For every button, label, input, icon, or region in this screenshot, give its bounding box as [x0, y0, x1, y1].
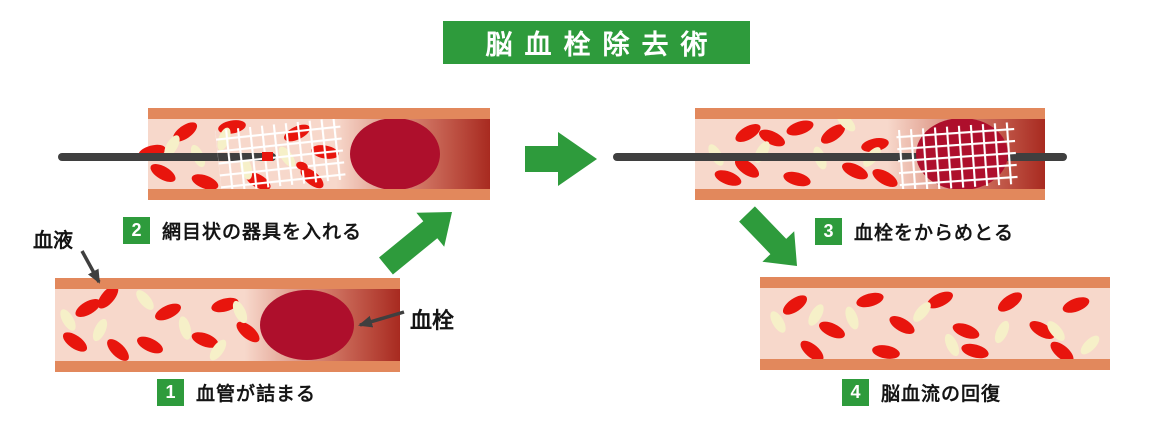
step-3-text: 血栓をからめとる — [854, 223, 1015, 244]
step-1-text: 血管が詰まる — [196, 384, 317, 405]
vessel-wall-top — [55, 278, 400, 289]
vessel-wall-bottom — [695, 189, 1045, 200]
vessel-wall-bottom — [760, 359, 1110, 370]
flow-arrow-up-right-icon — [379, 212, 452, 275]
step-3-label: 3 血栓をからめとる — [815, 218, 1014, 245]
blood-annotation-arrow — [80, 250, 101, 284]
blood-cells — [714, 120, 898, 187]
step-4-label: 4 脳血流の回復 — [842, 379, 1001, 406]
step-2-number-badge: 2 — [123, 217, 150, 244]
blood-annotation-label: 血液 — [33, 230, 73, 252]
blood-cells — [782, 291, 1090, 363]
page-title: 脳血栓除去術 — [485, 30, 720, 60]
flow-arrow-right-icon — [525, 132, 597, 186]
cell-fragments — [262, 152, 308, 171]
vessel-wall-bottom — [55, 361, 400, 372]
white-blood-cells — [770, 302, 1100, 357]
stent-mesh — [215, 117, 346, 193]
step-2-text: 網目状の器具を入れる — [162, 222, 363, 243]
clot-annotation-label: 血栓 — [410, 308, 455, 333]
step-2-label: 2 網目状の器具を入れる — [123, 217, 362, 244]
vessel-wall-top — [760, 277, 1110, 288]
vessel-step4-restored — [760, 277, 1110, 370]
vessel-step3-capture — [613, 108, 1067, 200]
vessel-wall-top — [148, 108, 490, 119]
thrombus — [350, 118, 440, 190]
title-banner: 脳血栓除去術 — [443, 21, 750, 64]
stent-mesh — [895, 121, 1019, 193]
vessel-step1-clogged — [55, 278, 400, 372]
thrombus — [260, 290, 354, 360]
step-3-number-badge: 3 — [815, 218, 842, 245]
step-4-text: 脳血流の回復 — [881, 384, 1002, 405]
step-4-number-badge: 4 — [842, 379, 869, 406]
clot-annotation-arrow — [358, 310, 405, 328]
step-1-label: 1 血管が詰まる — [157, 379, 316, 406]
vessel-wall-bottom — [148, 189, 490, 200]
white-blood-cells — [60, 290, 248, 361]
blood-cells — [62, 285, 260, 361]
vessel-wall-top — [695, 108, 1045, 119]
step-1-number-badge: 1 — [157, 379, 184, 406]
flow-arrow-down-right-icon — [739, 206, 797, 266]
vessel-step2-device — [58, 108, 490, 200]
